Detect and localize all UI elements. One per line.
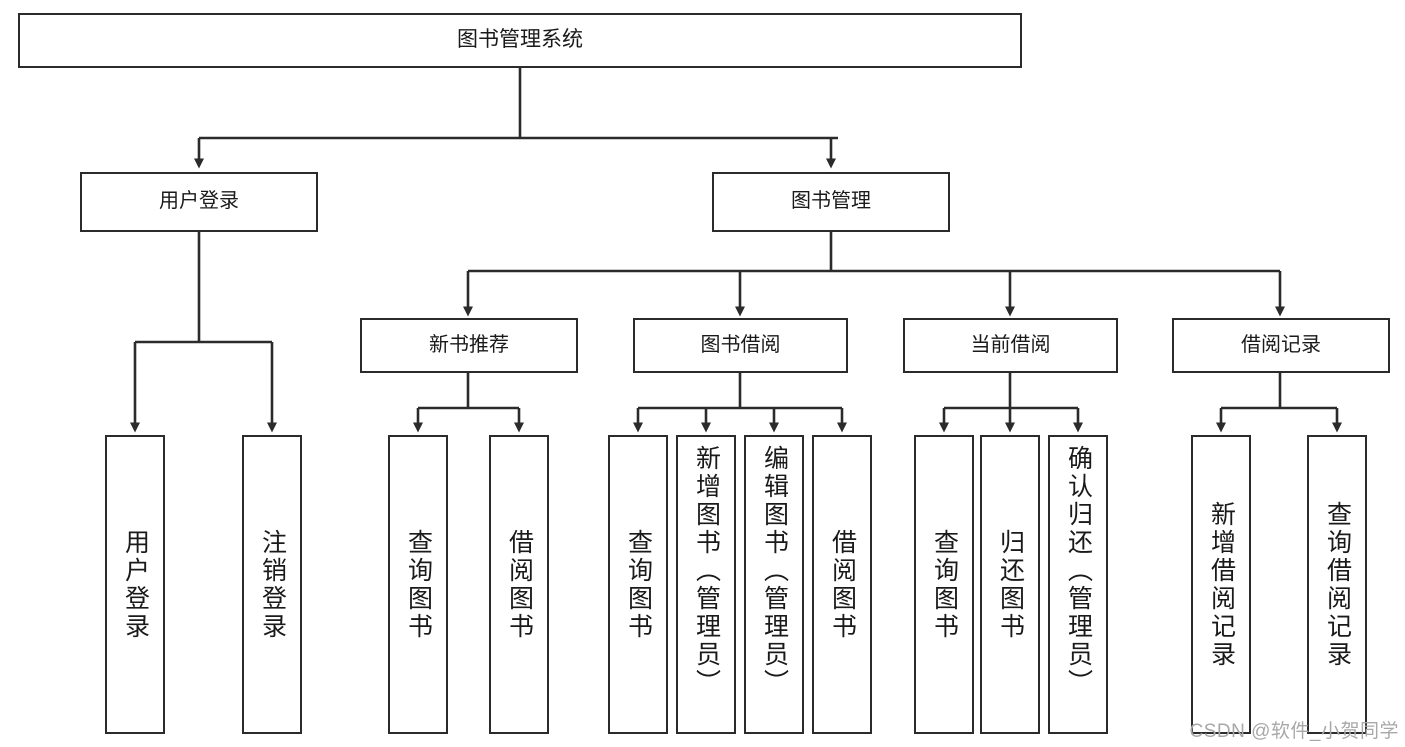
node-root-label: 图书管理系统 xyxy=(457,28,583,52)
node-book-borrow-label: 图书借阅 xyxy=(700,333,781,356)
node-root-system[interactable]: 图书管理系统 xyxy=(18,13,1022,68)
node-book-management[interactable]: 图书管理 xyxy=(712,172,950,232)
node-new-book-recommend[interactable]: 新书推荐 xyxy=(360,318,578,373)
node-new-book-recommend-label: 新书推荐 xyxy=(429,333,509,356)
node-leaf-borrow-book-1-label: 借阅图书 xyxy=(505,528,534,641)
node-leaf-query-book-2-label: 查询图书 xyxy=(624,528,653,641)
node-user-login-label: 用户登录 xyxy=(159,190,239,213)
node-user-login[interactable]: 用户登录 xyxy=(80,172,318,232)
node-borrow-record[interactable]: 借阅记录 xyxy=(1172,318,1390,373)
node-leaf-add-book-label: 新增图书（管理员） xyxy=(692,445,721,697)
node-book-borrow[interactable]: 图书借阅 xyxy=(633,318,848,373)
node-leaf-add-record[interactable]: 新增借阅记录 xyxy=(1191,435,1251,734)
node-leaf-edit-book[interactable]: 编辑图书（管理员） xyxy=(744,435,804,734)
node-leaf-user-login-label: 用户登录 xyxy=(121,528,150,641)
node-leaf-query-record-label: 查询借阅记录 xyxy=(1323,500,1352,669)
node-leaf-edit-book-label: 编辑图书（管理员） xyxy=(760,445,789,697)
node-leaf-logout-label: 注销登录 xyxy=(258,528,287,641)
node-leaf-user-login[interactable]: 用户登录 xyxy=(105,435,165,734)
node-leaf-logout[interactable]: 注销登录 xyxy=(242,435,302,734)
node-current-borrow-label: 当前借阅 xyxy=(970,333,1051,356)
node-leaf-return-book[interactable]: 归还图书 xyxy=(980,435,1040,734)
node-leaf-query-book-3-label: 查询图书 xyxy=(930,528,959,641)
node-leaf-query-book-3[interactable]: 查询图书 xyxy=(914,435,974,734)
node-leaf-borrow-book-2[interactable]: 借阅图书 xyxy=(812,435,872,734)
node-leaf-add-book[interactable]: 新增图书（管理员） xyxy=(676,435,736,734)
node-leaf-borrow-book-1[interactable]: 借阅图书 xyxy=(489,435,549,734)
node-current-borrow[interactable]: 当前借阅 xyxy=(903,318,1118,373)
node-leaf-confirm-return-label: 确认归还（管理员） xyxy=(1064,445,1093,697)
node-leaf-confirm-return[interactable]: 确认归还（管理员） xyxy=(1048,435,1108,734)
node-leaf-query-book-1-label: 查询图书 xyxy=(404,528,433,641)
node-leaf-query-record[interactable]: 查询借阅记录 xyxy=(1307,435,1367,734)
node-borrow-record-label: 借阅记录 xyxy=(1241,333,1321,356)
node-leaf-query-book-1[interactable]: 查询图书 xyxy=(388,435,448,734)
node-leaf-return-book-label: 归还图书 xyxy=(996,528,1025,641)
node-leaf-add-record-label: 新增借阅记录 xyxy=(1207,500,1236,669)
node-book-management-label: 图书管理 xyxy=(791,190,871,213)
node-leaf-query-book-2[interactable]: 查询图书 xyxy=(608,435,668,734)
csdn-watermark: CSDN @软件_小贺同学 xyxy=(1189,721,1399,742)
node-leaf-borrow-book-2-label: 借阅图书 xyxy=(828,528,857,641)
